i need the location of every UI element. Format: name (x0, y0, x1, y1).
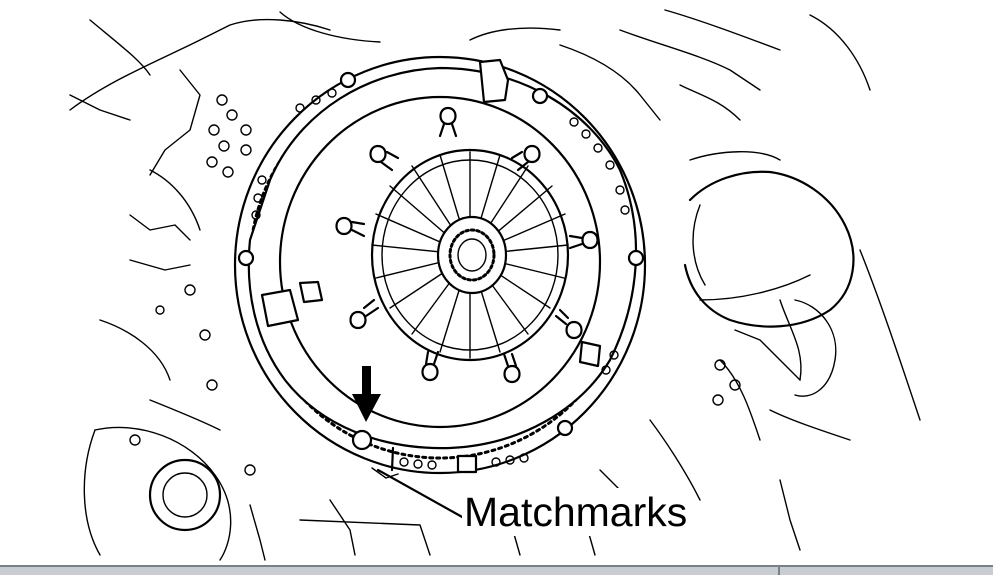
matchmark-leader-line (371, 446, 466, 520)
pressure-plate-fingers (335, 106, 599, 384)
bottom-bar-border (0, 565, 993, 567)
housing-holes (155, 94, 741, 406)
pulley-outline (129, 434, 256, 532)
starter-motor-outline (683, 170, 855, 397)
bottom-bar-divider (778, 565, 780, 575)
matchmarks-label: Matchmarks (462, 488, 690, 536)
down-arrow-icon (352, 366, 381, 422)
bottom-scroll-bar (0, 565, 993, 575)
clutch-disc (370, 148, 570, 362)
